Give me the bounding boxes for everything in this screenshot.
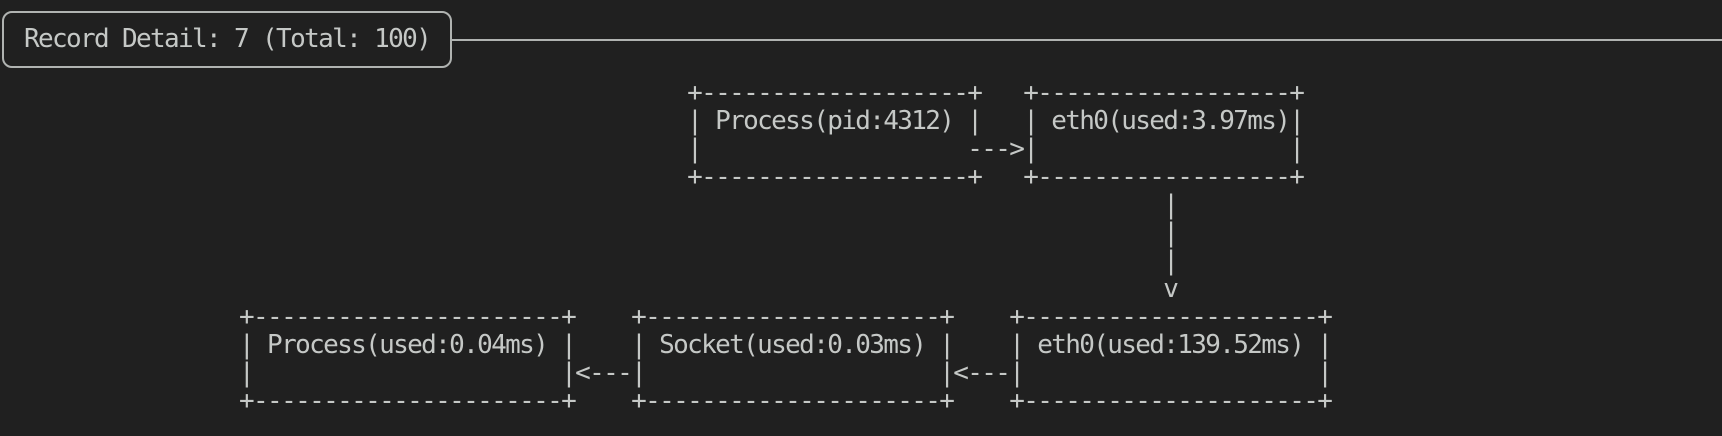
panel-border-rule: [450, 39, 1722, 41]
record-detail-panel-header: Record Detail: 7 (Total: 100): [2, 11, 452, 68]
ascii-flow-diagram: +-------------------+ +-----------------…: [239, 78, 1333, 416]
panel-title: Record Detail: 7 (Total: 100): [24, 24, 432, 54]
